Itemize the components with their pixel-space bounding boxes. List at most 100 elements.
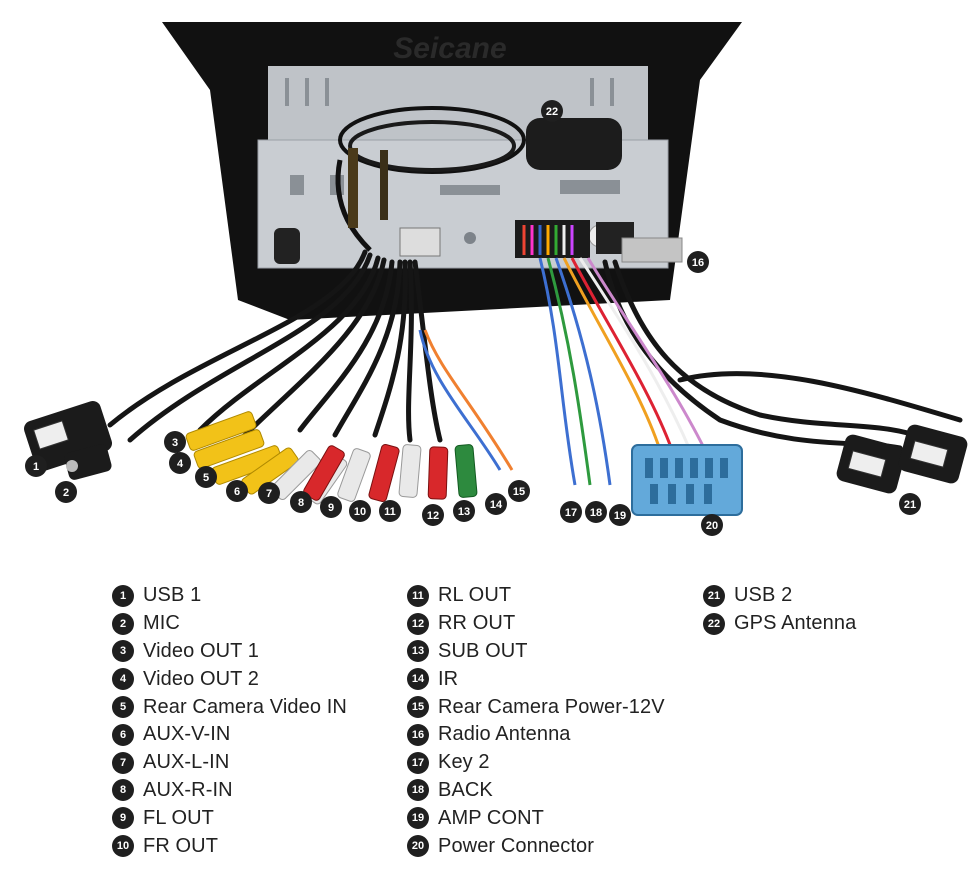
legend-number: 6 [112,723,134,746]
legend-item: 16 Radio Antenna [407,721,665,749]
legend-label: USB 1 [143,584,202,607]
legend-number: 3 [112,640,134,663]
legend-number: 14 [407,668,429,691]
legend-number: 8 [112,779,134,802]
legend-number: 20 [407,835,429,858]
legend-item: 4 Video OUT 2 [112,665,347,693]
svg-text:21: 21 [904,499,916,511]
legend-number: 18 [407,779,429,802]
legend-label: BACK [438,778,493,801]
svg-text:11: 11 [384,506,396,518]
legend-label: Power Connector [438,834,595,857]
legend-item: 12 RR OUT [407,610,665,638]
badge-22: 22 [546,106,558,118]
legend-label: MIC [143,612,180,635]
legend-label: RR OUT [438,612,516,635]
legend-number: 7 [112,751,134,774]
legend-item: 19 AMP CONT [407,804,665,832]
legend-label: Video OUT 1 [143,639,259,662]
legend-item: 10 FR OUT [112,832,347,860]
badge-16: 16 [692,257,704,269]
legend-number: 4 [112,668,134,691]
svg-text:3: 3 [172,437,178,449]
legend-number: 2 [112,612,134,635]
svg-text:7: 7 [266,488,272,500]
svg-text:20: 20 [706,520,718,532]
legend-number: 11 [407,584,429,607]
usb-plug-icon [836,424,968,494]
legend-item: 3 Video OUT 1 [112,638,347,666]
product-photo: Seicane 22 16 [24,22,968,536]
legend-label: GPS Antenna [734,612,857,635]
legend-label: USB 2 [734,584,793,607]
callout-badges: 1 2 3 4 5 6 7 8 9 10 11 12 13 14 15 17 1… [25,431,921,536]
legend-number: 13 [407,640,429,663]
legend-item: 5 Rear Camera Video IN [112,693,347,721]
svg-text:15: 15 [513,486,525,498]
legend-item: 11 RL OUT [407,582,665,610]
legend-number: 21 [703,584,725,607]
legend-item: 2 MIC [112,610,347,638]
legend-label: AMP CONT [438,806,544,829]
legend-item: 1 USB 1 [112,582,347,610]
legend-number: 15 [407,696,429,719]
svg-text:9: 9 [328,502,334,514]
svg-text:6: 6 [234,486,240,498]
legend-label: Key 2 [438,751,490,774]
svg-text:4: 4 [177,458,184,470]
legend-column-2: 11 RL OUT 12 RR OUT 13 SUB OUT 14 IR 15 Rear … [407,582,665,860]
svg-text:12: 12 [427,510,439,522]
svg-text:5: 5 [203,472,209,484]
legend-label: Radio Antenna [438,723,571,746]
legend-item: 6 AUX-V-IN [112,721,347,749]
legend-number: 17 [407,751,429,774]
legend-label: AUX-L-IN [143,751,230,774]
legend-item: 7 AUX-L-IN [112,749,347,777]
legend-label: FL OUT [143,806,214,829]
power-loom-wires [418,257,707,486]
legend-number: 12 [407,612,429,635]
legend-number: 16 [407,723,429,746]
svg-text:1: 1 [33,461,39,473]
power-connector-icon [631,444,743,516]
legend-item: 17 Key 2 [407,749,665,777]
legend-item: 8 AUX-R-IN [112,777,347,805]
legend-label: Rear Camera Video IN [143,695,347,718]
legend-item: 18 BACK [407,777,665,805]
legend-label: AUX-R-IN [143,778,233,801]
svg-text:13: 13 [458,506,470,518]
rca-plug-icon [185,411,478,505]
svg-text:10: 10 [354,506,366,518]
mic-jack-icon [64,444,112,480]
legend-label: AUX-V-IN [143,723,231,746]
legend-label: Rear Camera Power-12V [438,695,665,718]
legend-item: 21 USB 2 [703,582,856,610]
svg-text:17: 17 [565,507,577,519]
legend-item: 20 Power Connector [407,832,665,860]
svg-text:2: 2 [63,487,69,499]
legend-item: 13 SUB OUT [407,638,665,666]
legend-label: RL OUT [438,584,512,607]
svg-text:8: 8 [298,497,304,509]
legend-label: IR [438,667,459,690]
legend-number: 19 [407,807,429,830]
brand-watermark: Seicane [393,32,506,65]
legend-item: 15 Rear Camera Power-12V [407,693,665,721]
legend-item: 14 IR [407,665,665,693]
legend-label: SUB OUT [438,639,528,662]
svg-text:18: 18 [590,507,602,519]
gps-antenna-icon [335,106,622,252]
cable-harness [107,249,963,451]
legend-label: FR OUT [143,834,219,857]
legend-number: 5 [112,696,134,719]
legend-label: Video OUT 2 [143,667,259,690]
svg-text:14: 14 [490,499,503,511]
svg-text:19: 19 [614,510,626,522]
legend-number: 1 [112,584,134,607]
legend-number: 10 [112,835,134,858]
